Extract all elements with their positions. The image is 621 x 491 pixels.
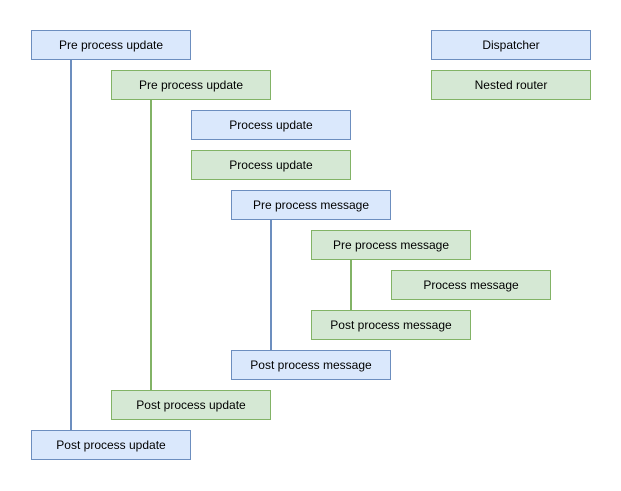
- node-pre-process-message-blue: Pre process message: [231, 190, 391, 220]
- node-post-process-update-green: Post process update: [111, 390, 271, 420]
- node-dispatcher: Dispatcher: [431, 30, 591, 60]
- lifeline-update-blue: [70, 60, 72, 430]
- node-post-process-message-blue: Post process message: [231, 350, 391, 380]
- node-process-update-green: Process update: [191, 150, 351, 180]
- node-pre-process-update-green: Pre process update: [111, 70, 271, 100]
- node-nested-router: Nested router: [431, 70, 591, 100]
- lifeline-update-green: [150, 99, 152, 390]
- lifeline-message-green: [350, 259, 352, 310]
- node-process-message: Process message: [391, 270, 551, 300]
- node-post-process-update-blue: Post process update: [31, 430, 191, 460]
- node-process-update-blue: Process update: [191, 110, 351, 140]
- lifeline-message-blue: [270, 219, 272, 351]
- node-post-process-message-green: Post process message: [311, 310, 471, 340]
- node-pre-process-update-blue: Pre process update: [31, 30, 191, 60]
- node-pre-process-message-green: Pre process message: [311, 230, 471, 260]
